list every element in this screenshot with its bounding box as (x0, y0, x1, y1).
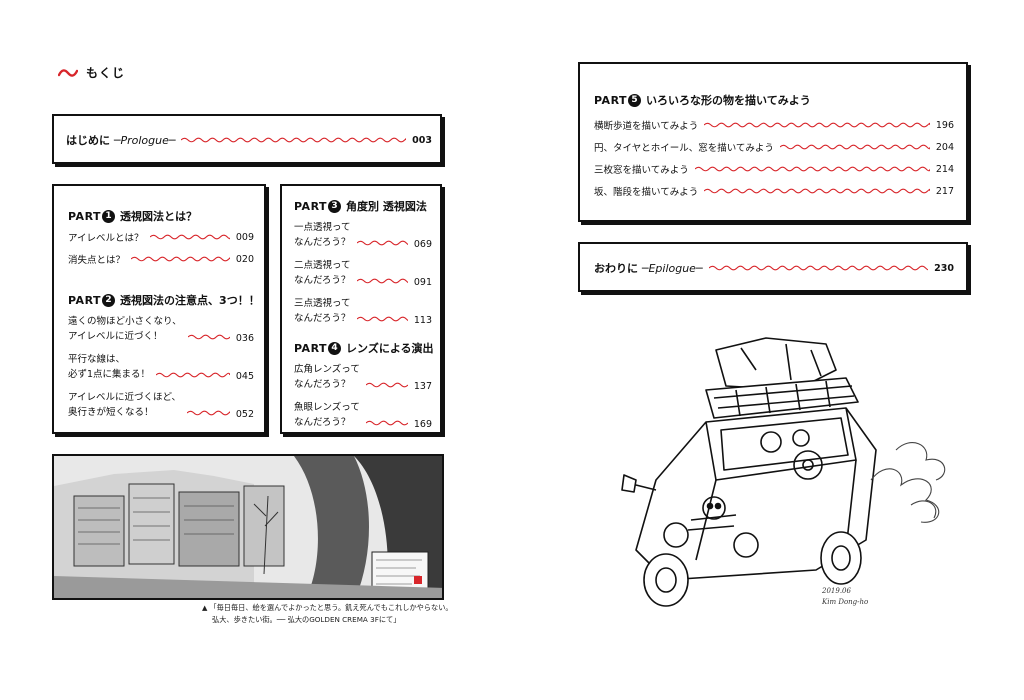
epilogue-label: おわりに ─Epilogue─ (594, 262, 703, 275)
part-number-badge: 2 (102, 293, 116, 307)
toc-entry[interactable]: 一点透視ってなんだろう？ 069 (294, 222, 432, 250)
illustration-caption: ▲「毎日毎日、絵を選んでよかったと思う。飢え死んでもこれしかやらない。 弘大、歩… (202, 603, 453, 624)
page-number: 196 (935, 119, 954, 131)
prologue-label: はじめに ─Prologue─ (66, 134, 176, 147)
epilogue-entry[interactable]: おわりに ─Epilogue─ 230 (594, 260, 954, 276)
street-sketch-image (54, 456, 442, 598)
part-number-badge: 1 (102, 209, 116, 223)
car-illustration (621, 337, 946, 607)
toc-entry[interactable]: 遠くの物ほど小さくなり、アイレベルに近づく！ 036 (68, 316, 254, 344)
page-number: 069 (413, 239, 432, 250)
epilogue-box: おわりに ─Epilogue─ 230 (578, 242, 968, 292)
part-number-badge: 5 (628, 93, 642, 107)
leader-wave (187, 410, 230, 416)
part-number-badge: 3 (328, 199, 342, 213)
toc-entry[interactable]: 三枚窓を描いてみよう 214 (594, 163, 954, 177)
caption-marker-icon: ▲ (202, 604, 208, 612)
page-number: 113 (413, 315, 432, 326)
toc-entry[interactable]: 三点透視ってなんだろう？ 113 (294, 298, 432, 326)
toc-heading-label: もくじ (86, 66, 126, 80)
toc-entry[interactable]: 広角レンズってなんだろう？ 137 (294, 364, 432, 392)
page-number: 052 (235, 409, 254, 420)
page-number: 169 (413, 419, 432, 430)
leader-wave (694, 166, 930, 172)
leader-wave (356, 316, 408, 322)
toc-entry[interactable]: 円、タイヤとホイール、窓を描いてみよう 204 (594, 141, 954, 155)
prologue-box: はじめに ─Prologue─ 003 (52, 114, 442, 164)
leader-wave (356, 240, 408, 246)
wave-mark-icon (58, 68, 78, 77)
page-number: 020 (235, 253, 254, 265)
prologue-entry[interactable]: はじめに ─Prologue─ 003 (66, 132, 432, 148)
page-number: 137 (413, 381, 432, 392)
leader-wave (187, 334, 230, 340)
page-number: 091 (413, 277, 432, 288)
leader-wave (704, 188, 930, 194)
leader-wave (181, 137, 407, 143)
toc-heading: もくじ (58, 64, 125, 81)
toc-entry[interactable]: 魚眼レンズってなんだろう？ 169 (294, 402, 432, 430)
page-number: 045 (235, 371, 254, 382)
leader-wave (708, 265, 929, 271)
street-illustration (52, 454, 444, 600)
leader-wave (365, 420, 408, 426)
page-number: 217 (935, 185, 954, 197)
toc-entry[interactable]: 横断歩道を描いてみよう 196 (594, 119, 954, 133)
page-number: 036 (235, 333, 254, 344)
toc-entry[interactable]: 二点透視ってなんだろう？ 091 (294, 260, 432, 288)
part-number-badge: 4 (328, 341, 342, 355)
leader-wave (779, 144, 930, 150)
leader-wave (704, 122, 930, 128)
toc-entry[interactable]: 坂、階段を描いてみよう 217 (594, 185, 954, 199)
toc-entry[interactable]: 平行な線は、必ず1点に集まる！ 045 (68, 354, 254, 382)
toc-entry[interactable]: アイレベルに近づくほど、奥行きが短くなる！ 052 (68, 392, 254, 420)
page-number: 214 (935, 163, 954, 175)
toc-entry[interactable]: アイレベルとは？ 009 (68, 231, 254, 245)
page-number: 003 (412, 134, 432, 146)
page-number: 009 (235, 231, 254, 243)
leader-wave (149, 234, 230, 240)
leader-wave (365, 382, 408, 388)
page-number: 230 (934, 262, 954, 274)
leader-wave (156, 372, 230, 378)
leader-wave (356, 278, 408, 284)
page-number: 204 (935, 141, 954, 153)
toc-entry[interactable]: 消失点とは？ 020 (68, 253, 254, 267)
leader-wave (131, 256, 230, 262)
